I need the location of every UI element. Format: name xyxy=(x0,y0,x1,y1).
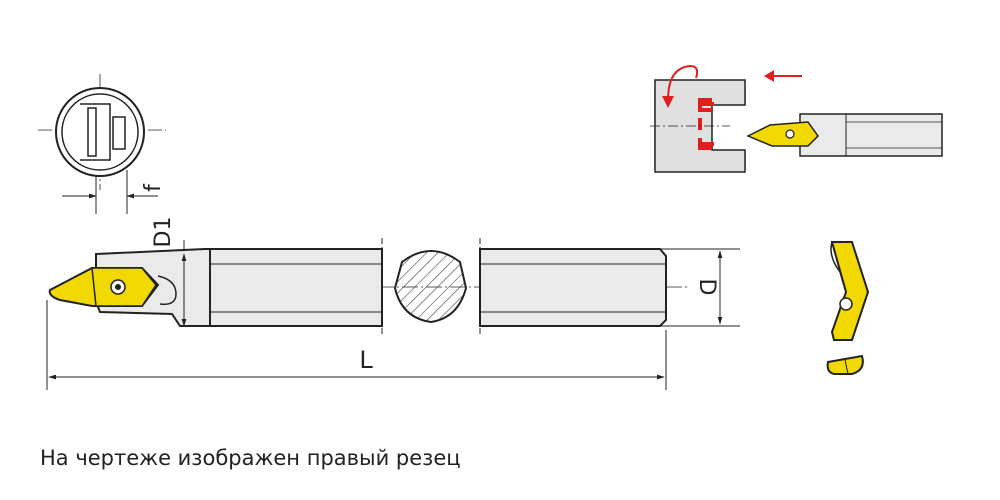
dimension-l: L xyxy=(46,300,667,390)
dimension-d1: D1 xyxy=(151,217,187,327)
dimension-d: D xyxy=(660,248,740,327)
end-view xyxy=(38,74,166,214)
dimension-f: f xyxy=(62,183,166,199)
side-view xyxy=(48,238,690,336)
label-l: L xyxy=(359,346,373,374)
caption: На чертеже изображен правый резец xyxy=(40,446,461,470)
insert-detail xyxy=(826,241,870,375)
cross-section xyxy=(393,250,468,324)
label-f: f xyxy=(141,183,166,192)
application-diagram xyxy=(650,64,943,173)
label-d: D xyxy=(694,279,719,296)
label-d1: D1 xyxy=(151,217,176,248)
